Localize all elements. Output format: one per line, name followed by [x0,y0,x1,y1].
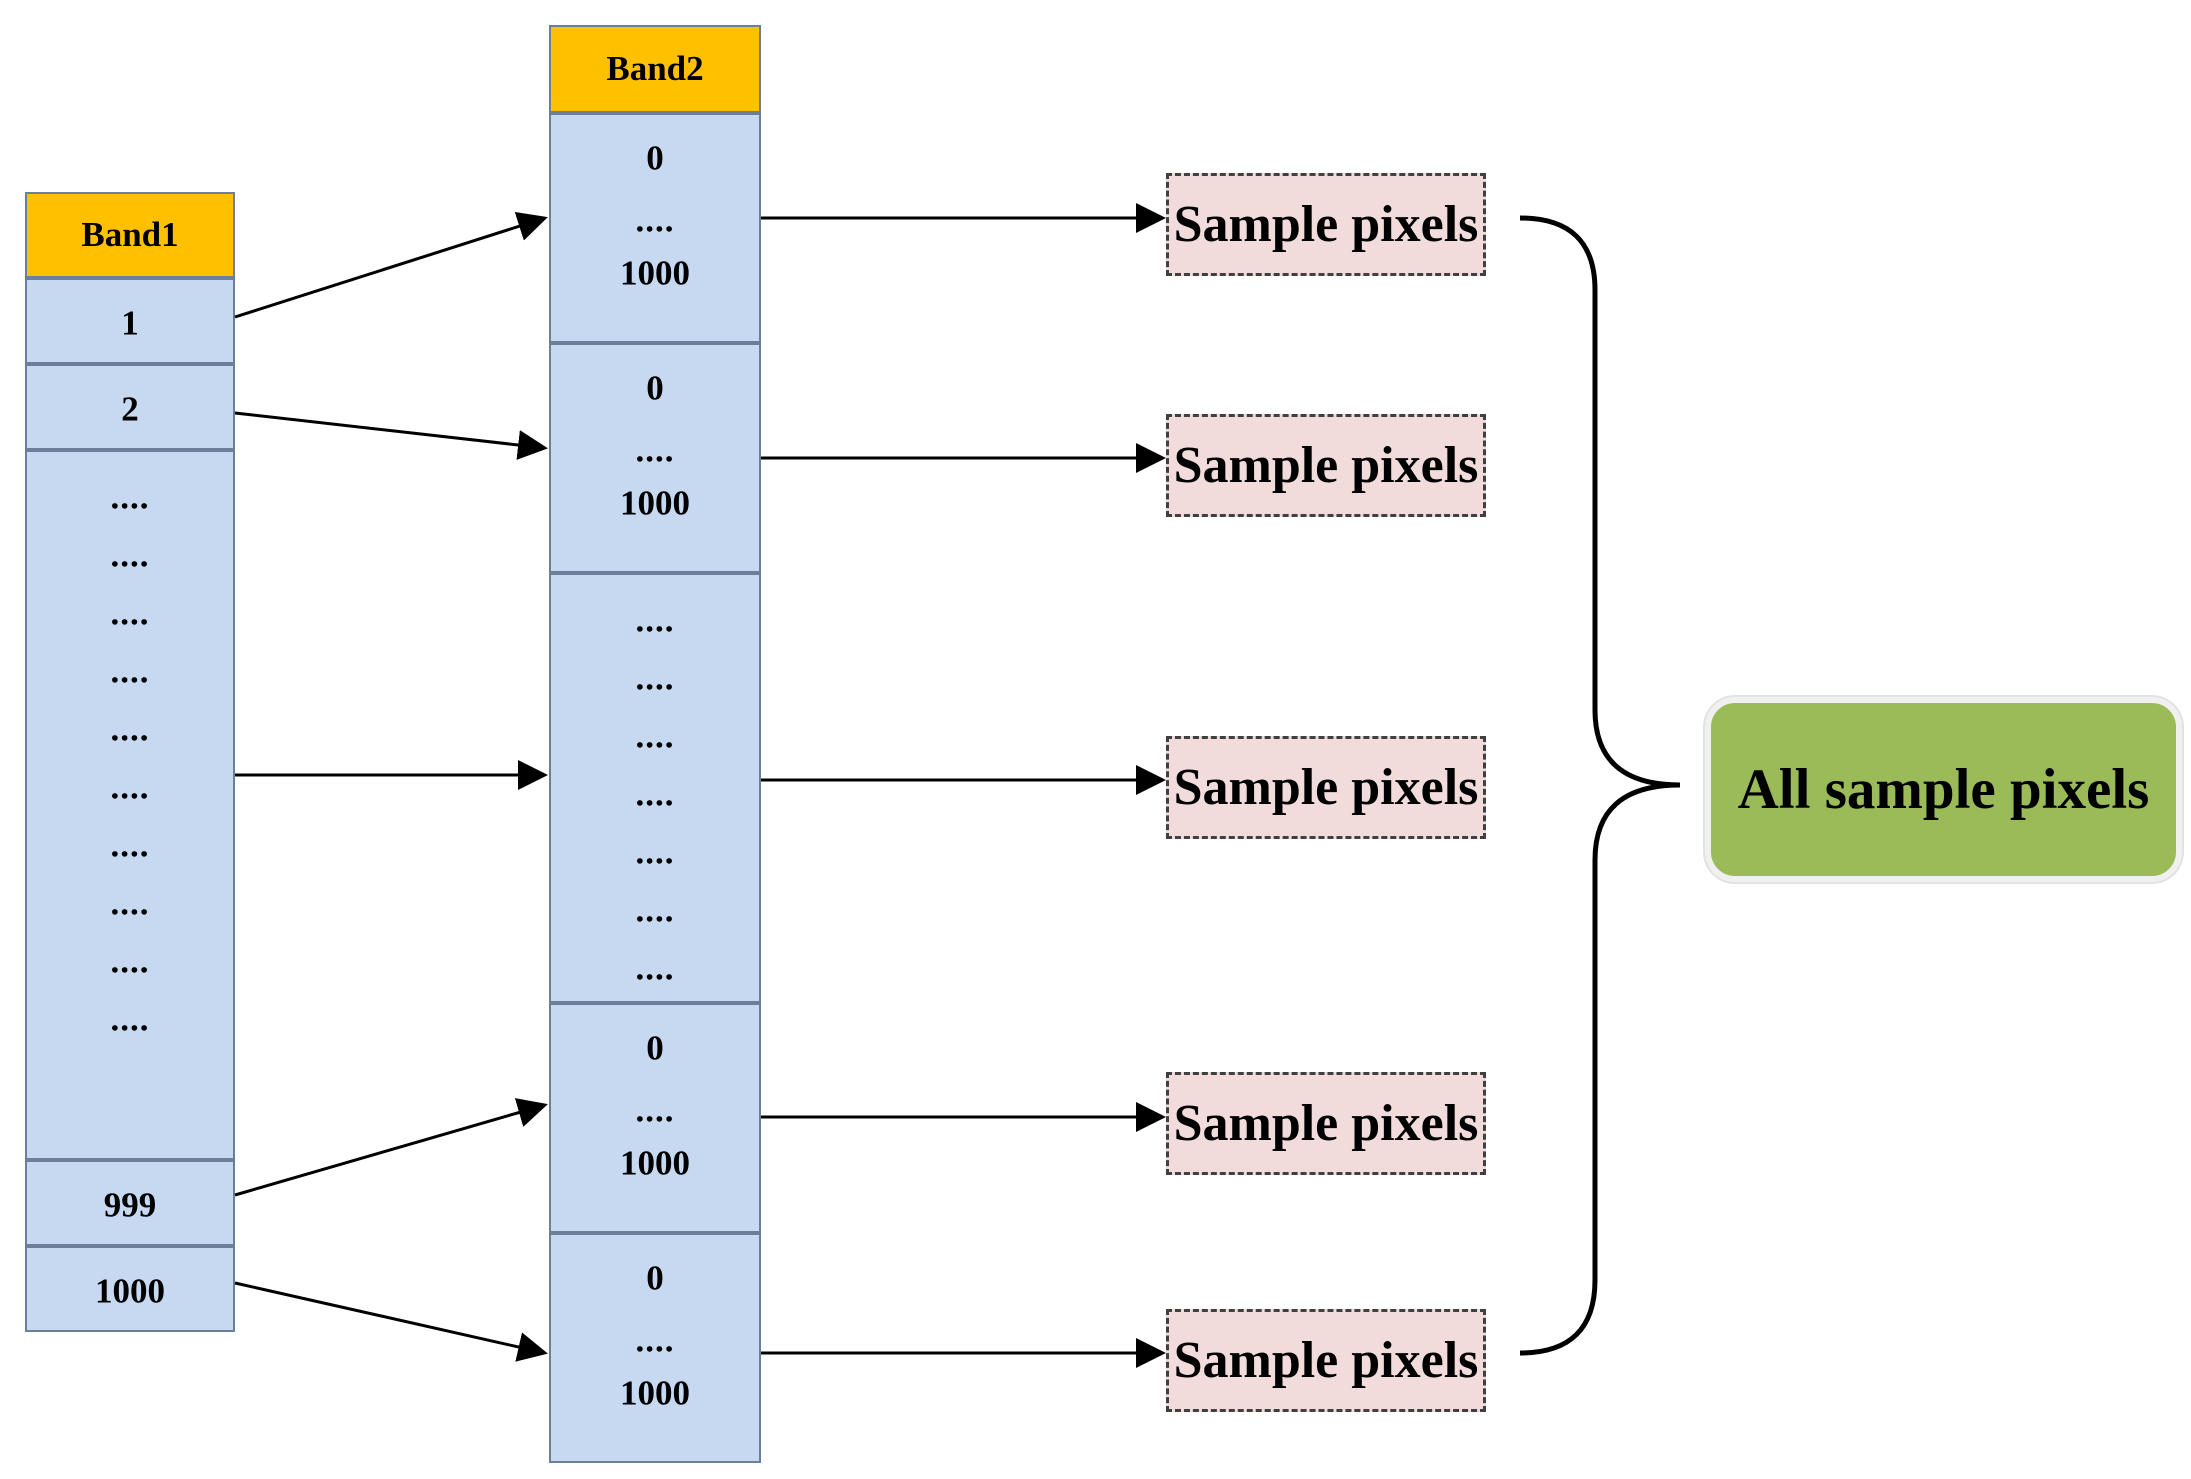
band1-value: 1 [121,303,139,343]
band2-ellipsis: .... [635,430,675,470]
arrow-band1-999-to-band2 [234,1098,548,1197]
band1-cell-1: 1 [25,278,235,364]
sample-pixels-box-4: Sample pixels [1166,1072,1486,1175]
band1-cell-1000: 1000 [25,1246,235,1332]
sample-pixels-box-5: Sample pixels [1166,1309,1486,1412]
band2-ellipsis: .... [635,1320,675,1360]
band1-ellipsis: .... [110,535,150,575]
sample-pixels-box-2: Sample pixels [1166,414,1486,517]
band1-ellipsis: .... [110,941,150,981]
arrow-band1-1000-to-band2 [234,1281,548,1362]
sample-pixels-box-1: Sample pixels [1166,173,1486,276]
band1-value: 999 [103,1185,157,1225]
band2-value: 0 [646,368,664,408]
band1-cell-999: 999 [25,1160,235,1246]
band2-value: 1000 [620,253,690,293]
band1-ellipsis: .... [110,883,150,923]
band1-ellipsis: .... [110,477,150,517]
band2-ellipsis: .... [635,774,675,814]
arrow-band1-2-to-band2 [234,411,548,460]
sample-pixels-box-3: Sample pixels [1166,736,1486,839]
band2-value: 1000 [620,1373,690,1413]
band2-ellipsis: .... [635,832,675,872]
band2-value: 1000 [620,1143,690,1183]
band1-value: 1000 [95,1271,165,1311]
band2-ellipsis: .... [635,200,675,240]
band2-cell-2: 0 .... 1000 [549,343,761,573]
band2-value: 0 [646,138,664,178]
band2-ellipsis: .... [635,948,675,988]
band1-cell-ellipsis: .... .... .... .... .... .... .... .... … [25,450,235,1160]
band2-value: 1000 [620,483,690,523]
band1-ellipsis: .... [110,651,150,691]
band1-value: 2 [121,389,139,429]
band2-ellipsis: .... [635,716,675,756]
band1-header: Band1 [25,192,235,278]
band1-ellipsis: .... [110,709,150,749]
band1-cell-2: 2 [25,364,235,450]
band2-ellipsis: .... [635,1090,675,1130]
band1-ellipsis: .... [110,593,150,633]
arrow-band1-1-to-band2 [234,211,548,319]
band2-value: 0 [646,1258,664,1298]
band1-ellipsis: .... [110,767,150,807]
band2-header: Band2 [549,25,761,113]
band2-ellipsis: .... [635,600,675,640]
band1-ellipsis: .... [110,999,150,1039]
band2-ellipsis: .... [635,890,675,930]
band2-ellipsis: .... [635,658,675,698]
band2-cell-4: 0 .... 1000 [549,1003,761,1233]
band2-cell-ellipsis: .... .... .... .... .... .... .... [549,573,761,1003]
curly-brace [1519,215,1681,1356]
band2-value: 0 [646,1028,664,1068]
band2-cell-5: 0 .... 1000 [549,1233,761,1463]
all-sample-pixels-box: All sample pixels [1705,697,2182,882]
band1-ellipsis: .... [110,825,150,865]
band2-cell-1: 0 .... 1000 [549,113,761,343]
